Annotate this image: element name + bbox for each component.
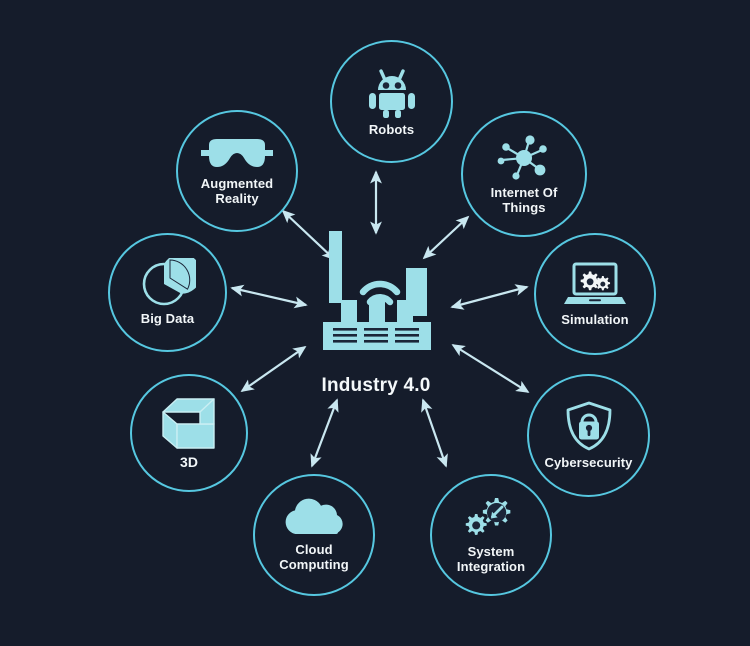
connector-layer [230, 170, 530, 468]
node-label: Robots [368, 121, 415, 137]
node-augmented-reality[interactable]: Augmented Reality [176, 110, 298, 232]
arrow-center-cloud-computing [310, 398, 339, 468]
cube-icon [161, 396, 217, 450]
node-simulation[interactable]: Simulation [534, 233, 656, 355]
node-cybersecurity[interactable]: Cybersecurity [527, 374, 650, 497]
robot-icon [365, 66, 419, 120]
iot-network-icon [495, 133, 553, 183]
arrow-center-three-d [240, 345, 307, 393]
cloud-icon [282, 498, 346, 538]
arrow-center-augmented-reality [281, 209, 336, 261]
node-label: Simulation [561, 311, 629, 327]
center-node: Industry 4.0 [296, 228, 456, 397]
shield-lock-icon [564, 400, 614, 452]
node-label: Big Data [140, 311, 195, 327]
node-system-integration[interactable]: System Integration [430, 474, 552, 596]
node-internet-of-things[interactable]: Internet Of Things [461, 111, 587, 237]
node-big-data[interactable]: Big Data [108, 233, 227, 352]
arrow-center-big-data [230, 284, 308, 309]
arrow-center-system-integration [421, 398, 448, 468]
factory-icon [311, 228, 441, 373]
node-label: Augmented Reality [200, 175, 274, 206]
arrow-center-simulation [450, 284, 529, 310]
node-three-d[interactable]: 3D [130, 374, 248, 492]
node-cloud-computing[interactable]: Cloud Computing [253, 474, 375, 596]
node-label: Cloud Computing [279, 541, 349, 572]
node-robots[interactable]: Robots [330, 40, 453, 163]
vr-goggles-icon [201, 136, 273, 172]
node-label: Cybersecurity [544, 455, 633, 471]
gears-arrow-icon [462, 495, 520, 543]
node-label: System Integration [456, 544, 526, 574]
pie-chart-icon [140, 258, 196, 308]
arrow-center-cybersecurity [451, 344, 530, 393]
node-label: Internet Of Things [490, 184, 558, 215]
node-label: 3D [179, 453, 199, 470]
center-node-label: Industry 4.0 [321, 375, 431, 396]
arrow-center-internet-of-things [422, 215, 470, 260]
laptop-gears-icon [564, 261, 626, 309]
